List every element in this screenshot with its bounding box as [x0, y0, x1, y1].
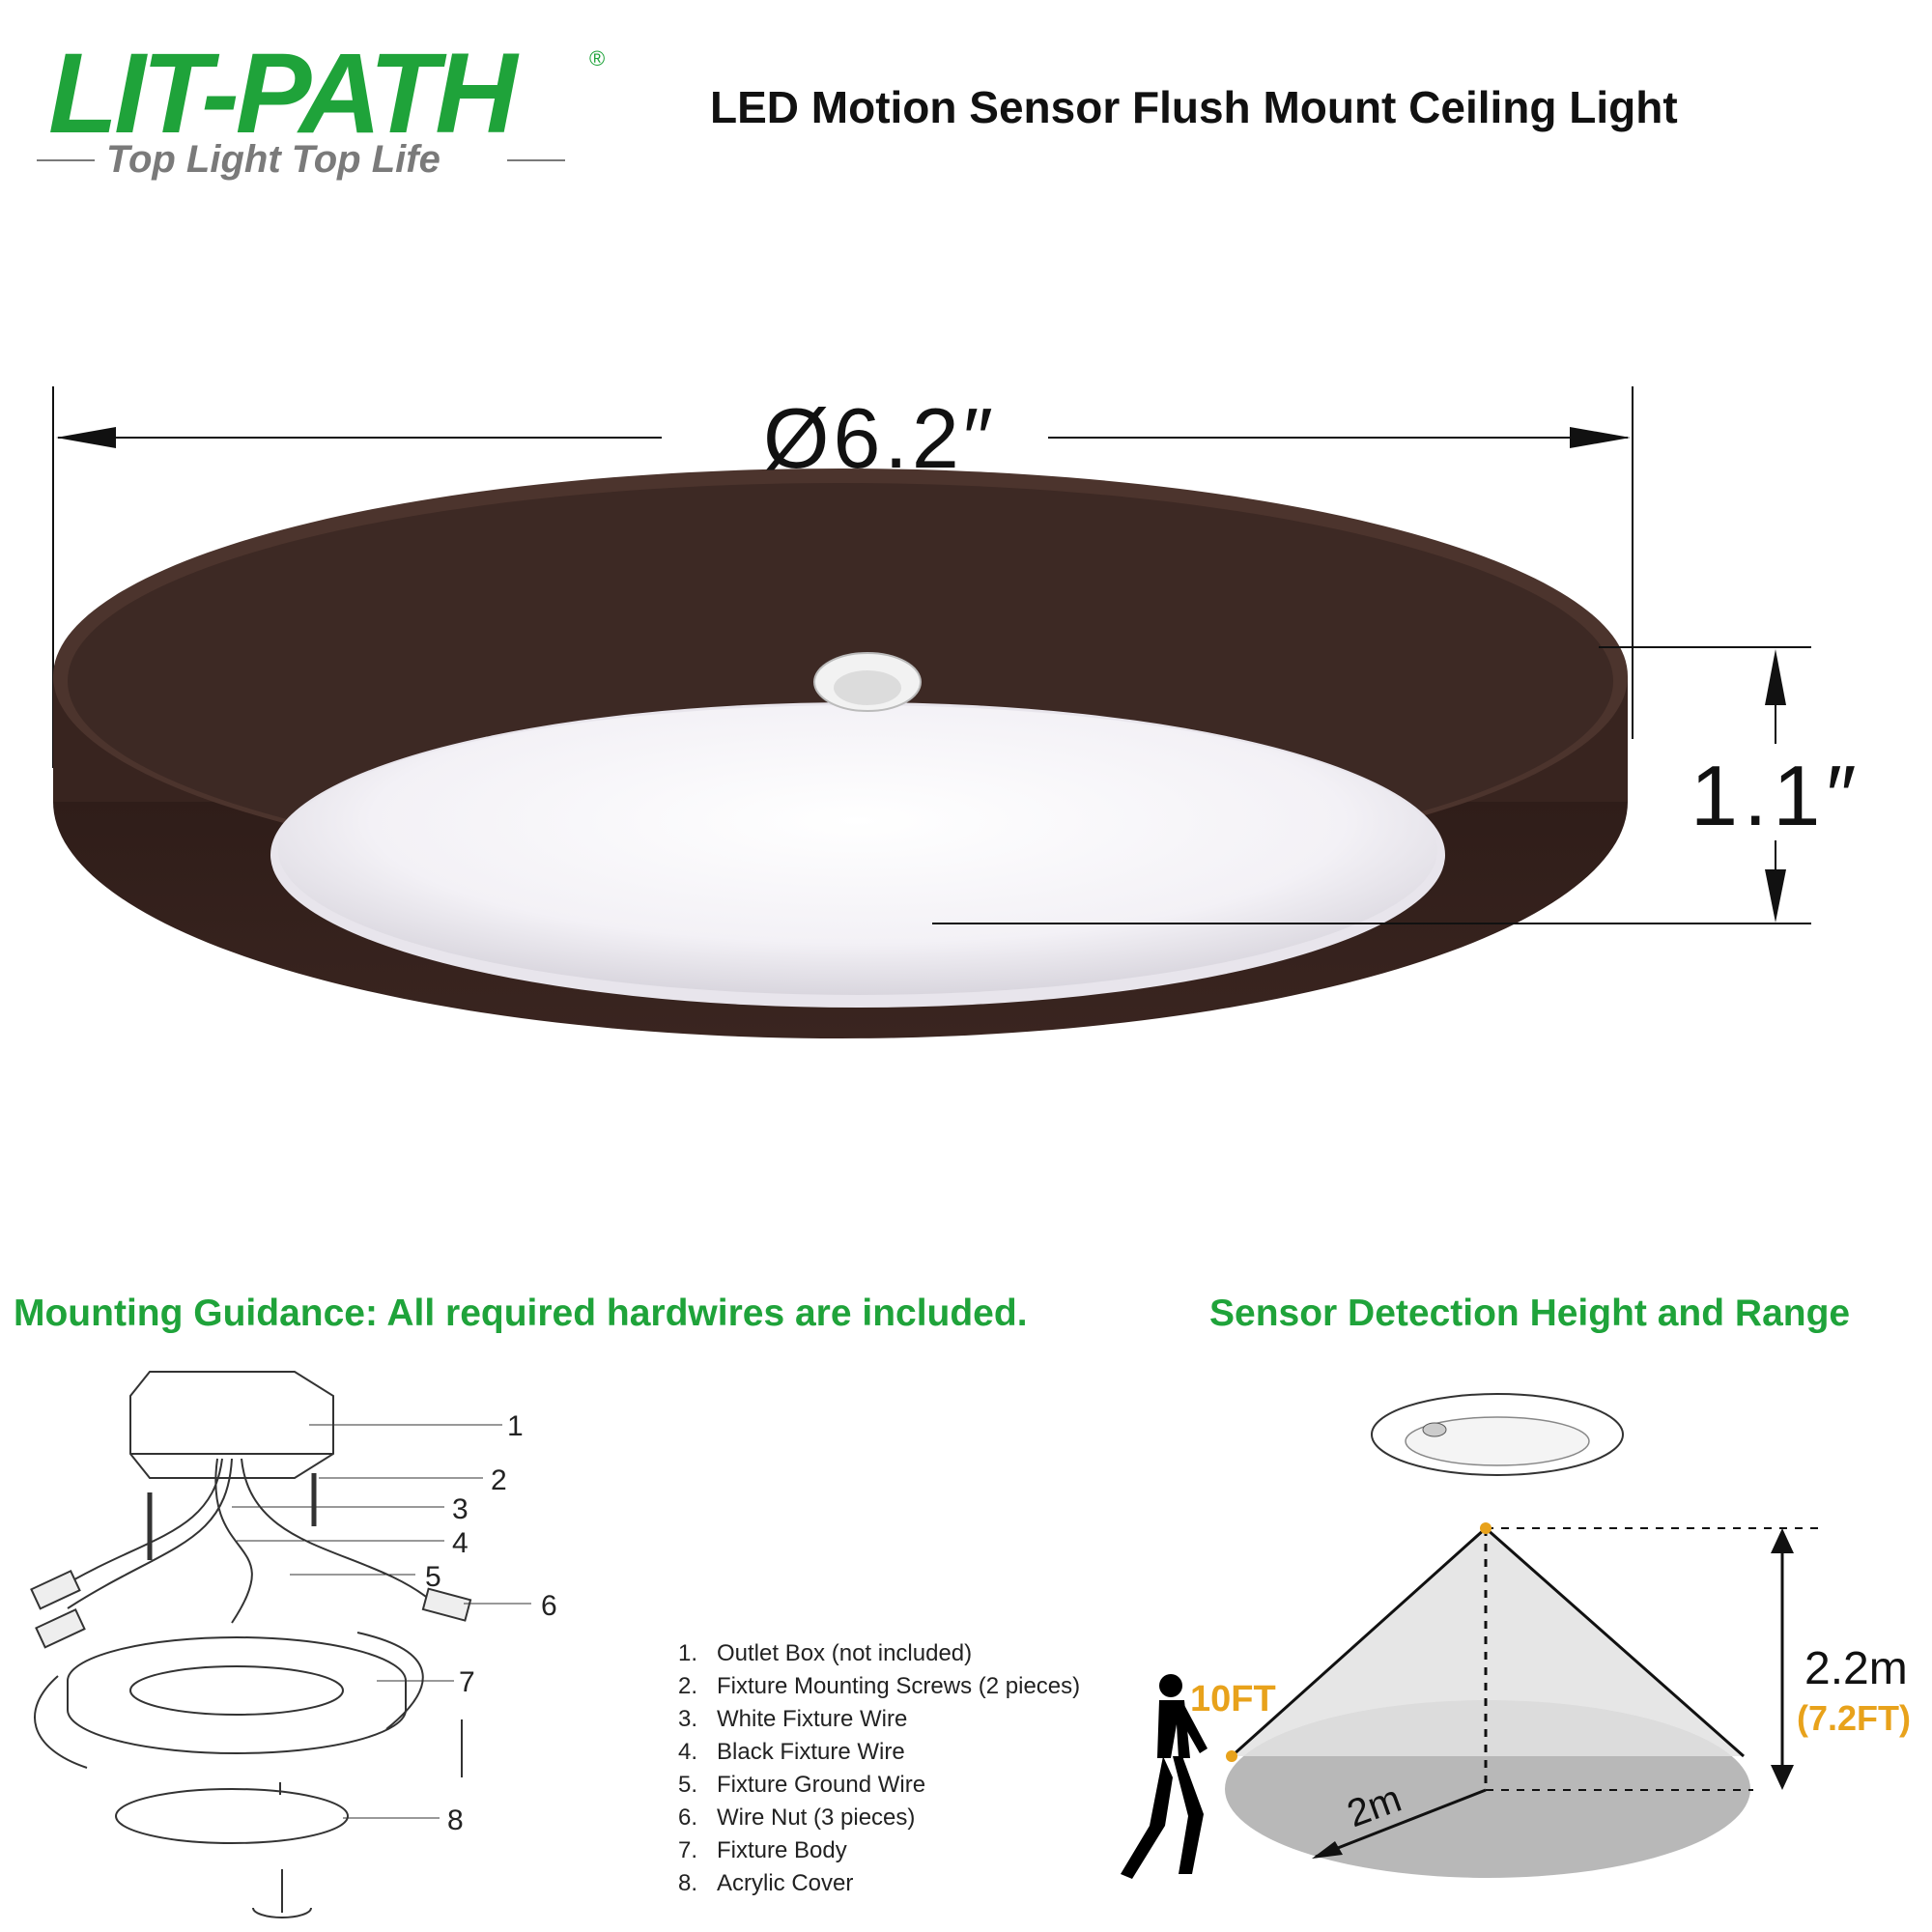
sensor-detection-title: Sensor Detection Height and Range — [1209, 1293, 1851, 1334]
mounting-guidance-title: Mounting Guidance: All required hardwire… — [14, 1293, 1028, 1334]
rotation-arrow-left — [34, 1675, 88, 1769]
radius-arrowhead — [1312, 1841, 1343, 1859]
parts-list-item: 3.White Fixture Wire — [678, 1706, 908, 1732]
exploded-mounting-diagram — [30, 1371, 531, 1918]
callout-7: 7 — [459, 1666, 475, 1698]
height-arrowhead-bottom — [1765, 869, 1786, 923]
callout-2: 2 — [491, 1464, 507, 1496]
range-point — [1226, 1750, 1237, 1762]
radius-arrow — [1315, 1788, 1487, 1859]
parts-list-item: 6.Wire Nut (3 pieces) — [678, 1804, 916, 1831]
parts-list-item: 1.Outlet Box (not included) — [678, 1640, 973, 1666]
fixture-wire-b — [67, 1458, 233, 1609]
parts-list-item: 7.Fixture Body — [678, 1837, 847, 1863]
detection-cone — [1232, 1528, 1744, 1756]
product-dimension-illustration — [52, 386, 1811, 1038]
tagline-rule-left — [37, 159, 95, 161]
fixture-wire-c — [241, 1458, 436, 1605]
wire-nut-1 — [30, 1569, 81, 1610]
wire-nut-3 — [421, 1587, 472, 1622]
twist-arrow-curve — [252, 1907, 312, 1918]
callout-5: 5 — [425, 1561, 441, 1593]
callout-4: 4 — [452, 1527, 469, 1559]
brand-logo: LIT-PATH — [48, 30, 517, 157]
sensor-detection-diagram — [1121, 1393, 1826, 1879]
walking-person-icon — [1121, 1674, 1208, 1879]
product-headline: LED Motion Sensor Flush Mount Ceiling Li… — [710, 82, 1678, 132]
fixture-body-inner — [129, 1665, 344, 1716]
height-arrowhead-down — [1771, 1765, 1794, 1790]
callout-8: 8 — [447, 1804, 464, 1836]
callout-1: 1 — [507, 1410, 524, 1442]
detection-distance-ft: 10FT — [1190, 1679, 1276, 1719]
ground-wire — [214, 1458, 253, 1624]
parts-list-item: 5.Fixture Ground Wire — [678, 1772, 926, 1798]
wire-nut-2 — [35, 1607, 86, 1649]
height-label: 1.1″ — [1690, 748, 1862, 843]
acrylic-lens — [278, 705, 1437, 995]
mini-sensor — [1422, 1422, 1447, 1437]
diameter-label: Ø6.2″ — [763, 390, 997, 486]
mount-height-ft: (7.2FT) — [1797, 1698, 1912, 1738]
width-arrowhead-left — [56, 427, 116, 448]
tagline-rule-right — [507, 159, 565, 161]
outlet-box — [129, 1371, 334, 1479]
height-arrowhead-top — [1765, 649, 1786, 705]
sensor-point — [1480, 1522, 1492, 1534]
parts-list: 1.Outlet Box (not included) 2.Fixture Mo… — [678, 1637, 1080, 1900]
parts-list-item: 2.Fixture Mounting Screws (2 pieces) — [678, 1673, 1081, 1699]
width-arrowhead-right — [1570, 427, 1631, 448]
cone-edge-left — [1230, 1526, 1488, 1758]
parts-list-item: 8.Acrylic Cover — [678, 1870, 854, 1896]
brand-tagline: Top Light Top Life — [106, 138, 440, 181]
height-arrowhead-up — [1771, 1528, 1794, 1553]
callout-6: 6 — [541, 1590, 557, 1622]
acrylic-cover-part — [115, 1788, 349, 1844]
cone-edge-right — [1485, 1526, 1745, 1758]
registered-mark: ® — [589, 46, 606, 71]
callout-3: 3 — [452, 1493, 469, 1525]
mount-height-m: 2.2m — [1804, 1643, 1908, 1694]
fixture-body-side — [67, 1681, 407, 1754]
mini-fixture-lens — [1405, 1416, 1590, 1466]
motion-sensor-lens — [834, 670, 901, 705]
parts-list-item: 4.Black Fixture Wire — [678, 1739, 905, 1765]
rotation-arrow-right — [356, 1632, 424, 1730]
